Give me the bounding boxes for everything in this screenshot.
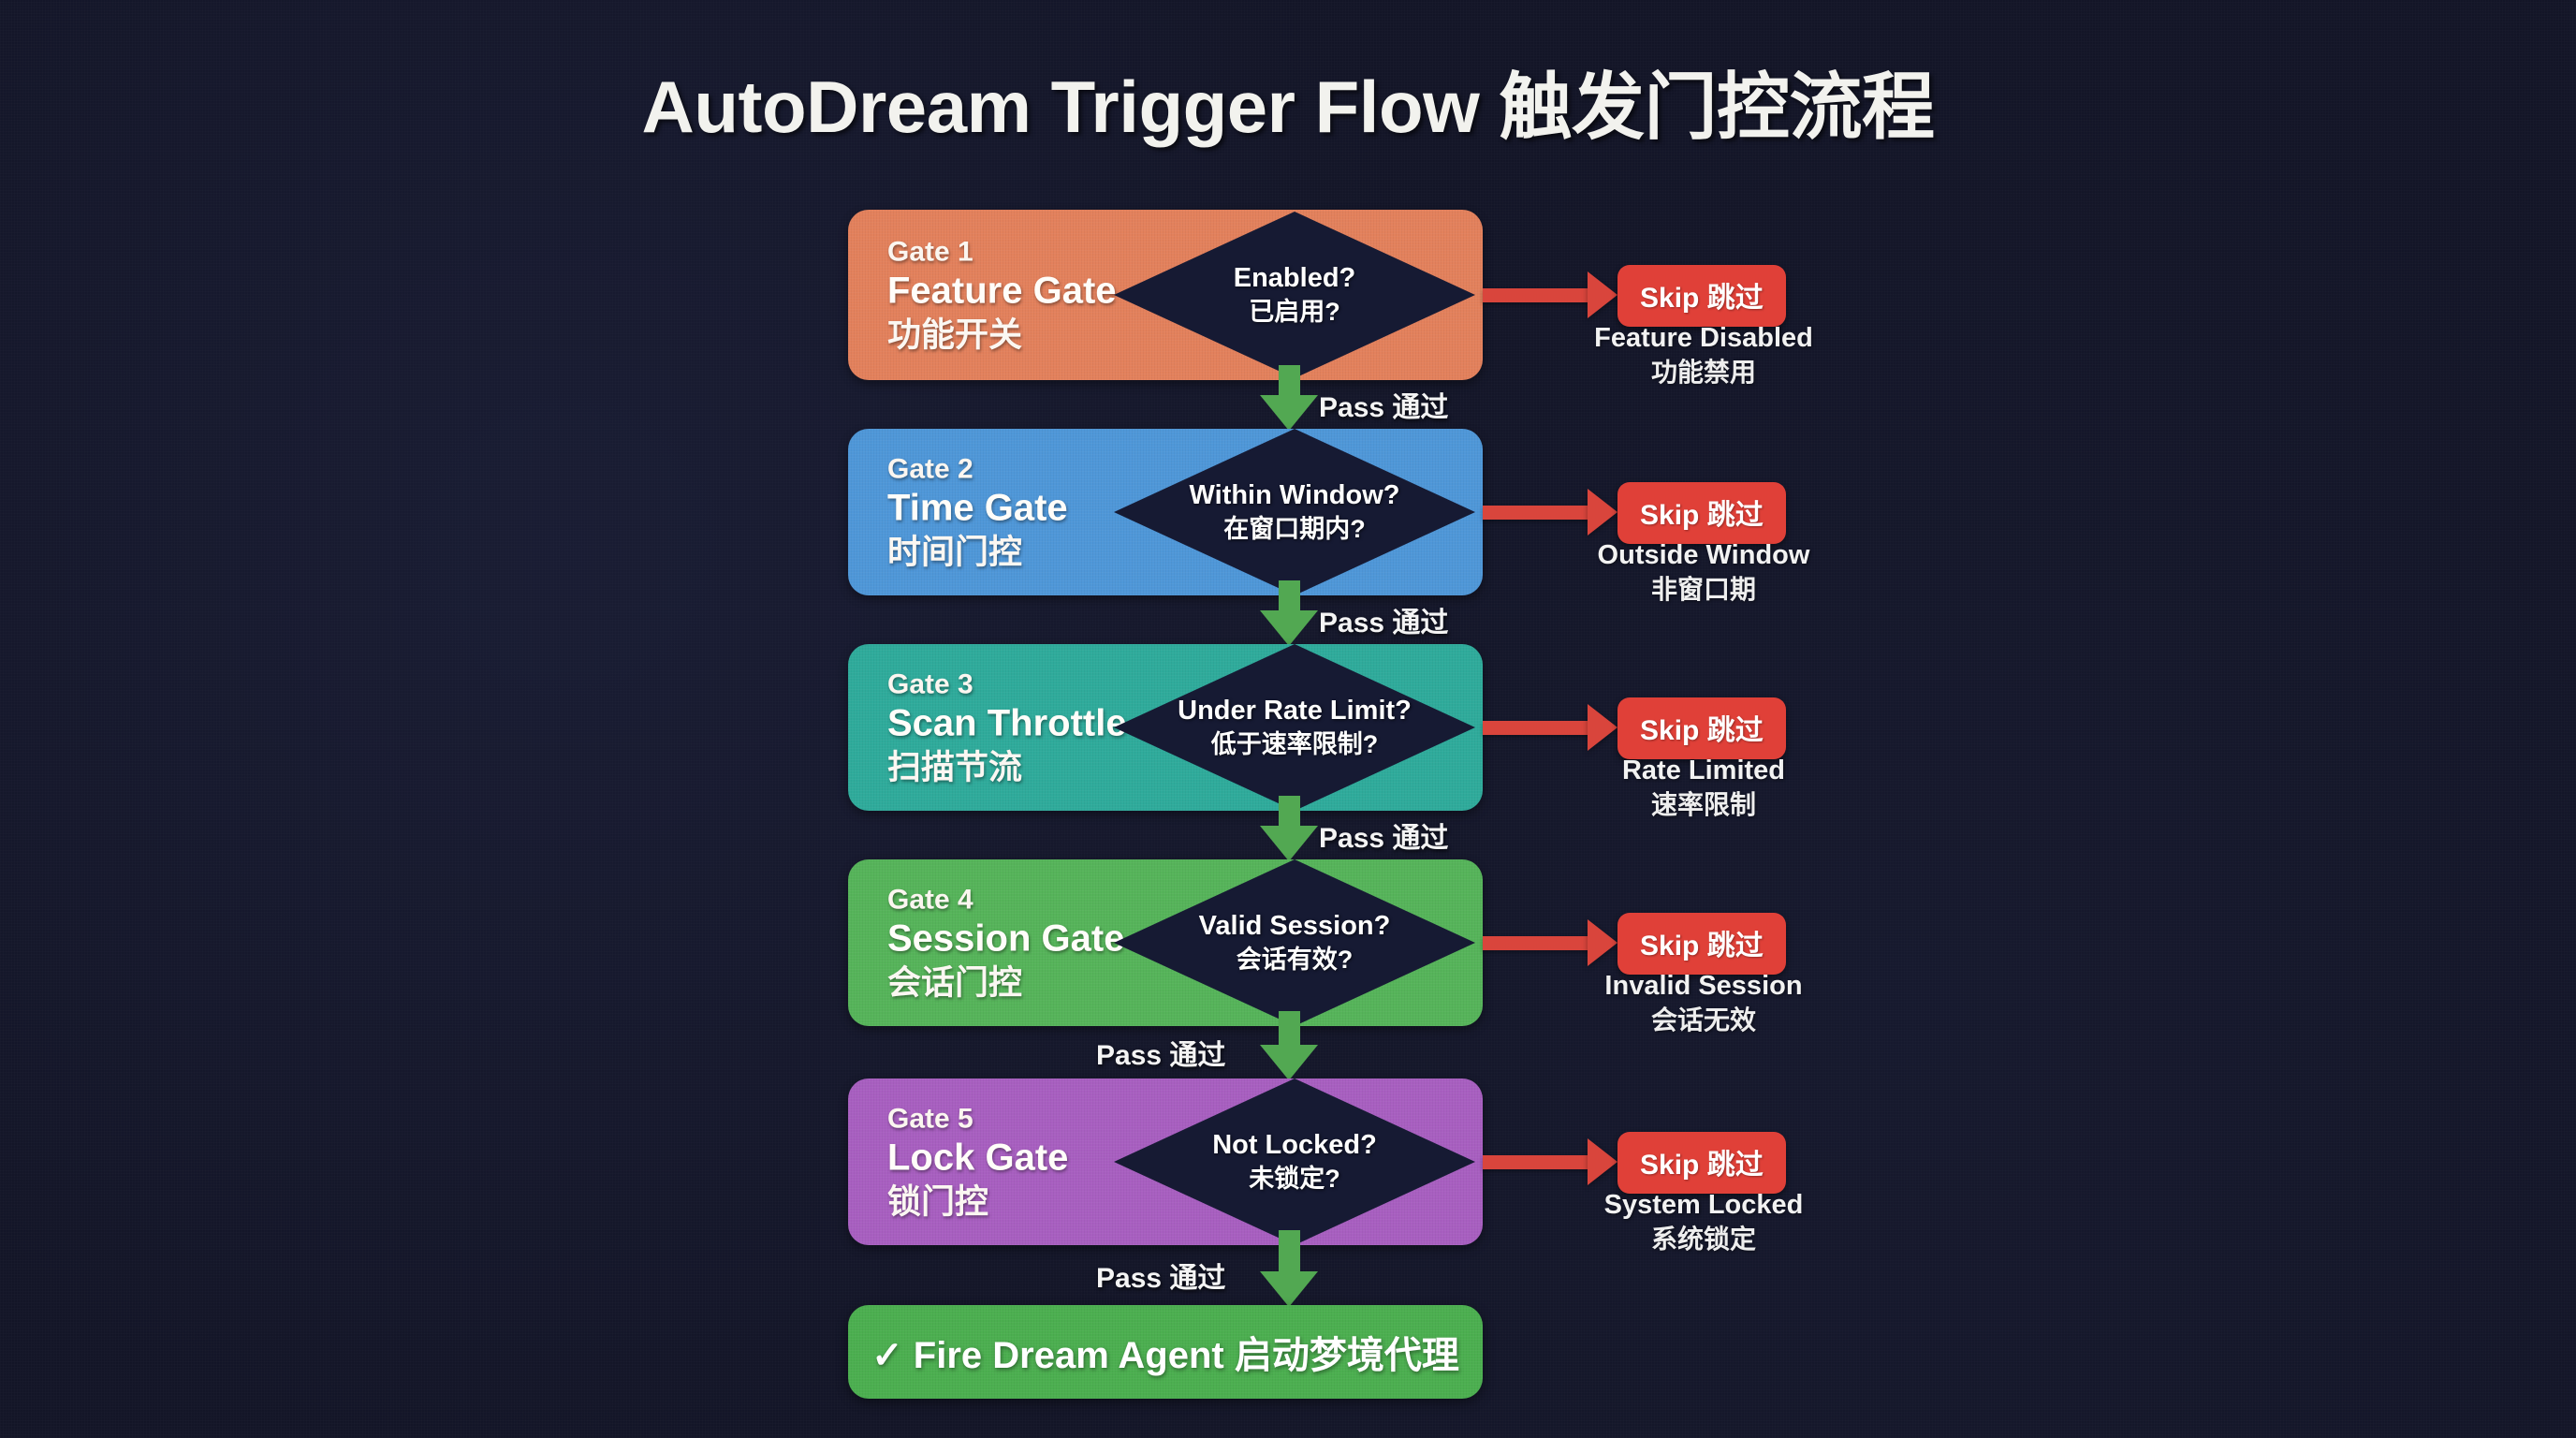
pass-arrow-shaft-5 — [1279, 1230, 1300, 1273]
decision-text-en: Enabled? — [1233, 263, 1356, 294]
gate-name-zh: 时间门控 — [887, 532, 1023, 571]
pass-arrow-head-1 — [1260, 395, 1318, 431]
gate-name-en: Time Gate — [887, 487, 1068, 529]
skip-reason-en: Outside Window — [1597, 540, 1810, 570]
pass-label-3: Pass 通过 — [1319, 823, 1449, 854]
pass-arrow-head-4 — [1260, 1045, 1318, 1080]
decision-text-en: Under Rate Limit? — [1178, 696, 1412, 726]
skip-arrow-line-5 — [1483, 1155, 1593, 1169]
pass-label-5: Pass 通过 — [1096, 1263, 1226, 1294]
pass-arrow-head-5 — [1260, 1271, 1318, 1307]
gate-number: Gate 1 — [887, 236, 973, 268]
pass-label-2: Pass 通过 — [1319, 608, 1449, 638]
skip-reason-zh: 会话无效 — [1650, 1005, 1756, 1034]
skip-reason-zh: 速率限制 — [1650, 789, 1756, 819]
pass-arrow-shaft-2 — [1279, 580, 1300, 612]
pass-arrow-head-3 — [1260, 826, 1318, 861]
skip-arrow-line-2 — [1483, 506, 1593, 520]
gate-name-en: Scan Throttle — [887, 702, 1127, 744]
decision-text-zh: 在窗口期内? — [1223, 515, 1366, 544]
skip-arrow-head-5 — [1588, 1138, 1617, 1185]
skip-reason-4: Invalid Session 会话无效 — [1516, 969, 1891, 1036]
skip-reason-2: Outside Window 非窗口期 — [1516, 538, 1891, 606]
skip-chip-2[interactable]: Skip 跳过 — [1617, 482, 1786, 544]
final-node-label: ✓ Fire Dream Agent 启动梦境代理 — [871, 1335, 1459, 1376]
skip-arrow-line-3 — [1483, 721, 1593, 735]
decision-text-zh: 未锁定? — [1249, 1165, 1340, 1194]
final-node[interactable]: ✓ Fire Dream Agent 启动梦境代理 — [848, 1305, 1483, 1399]
skip-chip-1[interactable]: Skip 跳过 — [1617, 265, 1786, 327]
decision-text-zh: 低于速率限制? — [1210, 730, 1379, 759]
skip-reason-en: Rate Limited — [1621, 756, 1786, 785]
gate-number: Gate 5 — [887, 1103, 973, 1135]
skip-reason-zh: 非窗口期 — [1650, 574, 1756, 604]
gate-name-zh: 会话门控 — [887, 962, 1023, 1002]
pass-arrow-shaft-4 — [1279, 1011, 1300, 1047]
skip-reason-en: Invalid Session — [1604, 971, 1803, 1001]
gate-number: Gate 4 — [887, 884, 973, 916]
skip-arrow-head-3 — [1588, 704, 1617, 751]
pass-arrow-head-2 — [1260, 610, 1318, 646]
decision-text-en: Within Window? — [1189, 480, 1400, 511]
gate-number: Gate 3 — [887, 668, 973, 700]
skip-reason-en: Feature Disabled — [1594, 323, 1813, 353]
gate-name-zh: 锁门控 — [887, 1181, 989, 1221]
skip-reason-1: Feature Disabled 功能禁用 — [1516, 321, 1891, 389]
gate-name-zh: 功能开关 — [887, 315, 1023, 354]
gate-number: Gate 2 — [887, 453, 973, 485]
skip-chip-4[interactable]: Skip 跳过 — [1617, 913, 1786, 975]
skip-chip-5[interactable]: Skip 跳过 — [1617, 1132, 1786, 1194]
pass-arrow-shaft-1 — [1279, 365, 1300, 397]
skip-reason-zh: 系统锁定 — [1650, 1224, 1756, 1254]
page-title: AutoDream Trigger Flow 触发门控流程 — [641, 66, 1935, 148]
pass-arrow-shaft-3 — [1279, 796, 1300, 828]
skip-reason-en: System Locked — [1603, 1190, 1804, 1220]
gate-name-en: Session Gate — [887, 917, 1125, 960]
pass-label-1: Pass 通过 — [1319, 392, 1449, 423]
skip-arrow-head-1 — [1588, 271, 1617, 318]
skip-chip-3[interactable]: Skip 跳过 — [1617, 697, 1786, 759]
skip-reason-5: System Locked 系统锁定 — [1516, 1188, 1891, 1255]
gate-name-en: Lock Gate — [887, 1137, 1069, 1179]
gate-name-zh: 扫描节流 — [887, 747, 1023, 786]
skip-arrow-line-4 — [1483, 936, 1593, 950]
decision-text-en: Valid Session? — [1198, 911, 1391, 942]
skip-reason-3: Rate Limited 速率限制 — [1516, 754, 1891, 821]
skip-arrow-head-4 — [1588, 919, 1617, 966]
decision-text-en: Not Locked? — [1212, 1130, 1377, 1161]
skip-arrow-line-1 — [1483, 288, 1593, 302]
pass-label-4: Pass 通过 — [1096, 1040, 1226, 1071]
decision-text-zh: 已启用? — [1249, 298, 1340, 327]
skip-reason-zh: 功能禁用 — [1650, 357, 1756, 387]
decision-text-zh: 会话有效? — [1236, 946, 1354, 975]
skip-arrow-head-2 — [1588, 489, 1617, 536]
gate-name-en: Feature Gate — [887, 270, 1117, 312]
